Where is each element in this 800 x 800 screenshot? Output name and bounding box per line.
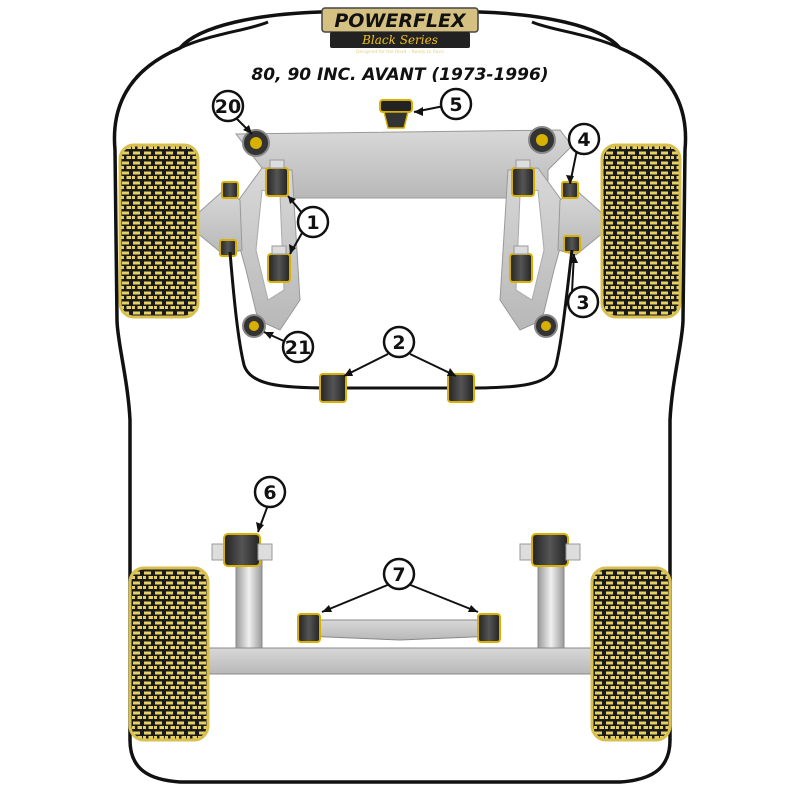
- callout-1-label: 1: [306, 212, 319, 234]
- front-arb-bush-right: [447, 373, 475, 403]
- front-left-wishbone-bush-upper: [265, 159, 289, 197]
- callout-3: 3: [566, 285, 600, 319]
- subframe-mount-bush-left: [242, 129, 270, 157]
- leader-arrowheads: [243, 107, 578, 612]
- callout-1: 1: [296, 205, 330, 239]
- callout-4: 4: [567, 122, 601, 156]
- callout-4-label: 4: [577, 129, 590, 151]
- front-arb-bush-left: [319, 373, 347, 403]
- front-left-tyre: [118, 143, 200, 319]
- rear-right-trailing-arm-bush: [519, 533, 581, 567]
- front-anti-roll-bar: [228, 249, 574, 390]
- diagram-title: 80, 90 INC. AVANT (1973-1996): [251, 65, 548, 85]
- front-right-hub-bush: [561, 181, 579, 199]
- front-left-arb-link-bush: [219, 239, 237, 257]
- callout-3-label: 3: [576, 292, 589, 314]
- callout-2-label: 2: [392, 332, 405, 354]
- rear-panhard-rod: [303, 619, 497, 641]
- front-left-bumper-line: [179, 20, 269, 50]
- callout-5: 5: [439, 87, 473, 121]
- rear-left-tyre: [128, 566, 210, 742]
- front-left-hub-bush: [221, 181, 239, 199]
- front-right-bumper-line: [531, 20, 621, 50]
- rear-panhard-bush-left: [297, 613, 321, 643]
- callout-7: 7: [382, 557, 416, 591]
- callout-20: 20: [211, 89, 245, 123]
- brand-series: Black Series: [361, 33, 438, 47]
- callout-5-label: 5: [449, 94, 462, 116]
- front-left-wishbone-rear-bush: [242, 314, 266, 338]
- engine-mount-bush: [379, 99, 413, 129]
- front-right-wishbone-bush-lower: [509, 245, 533, 283]
- front-right-tyre: [600, 143, 682, 319]
- front-right-arb-link-bush: [563, 235, 581, 253]
- callout-2: 2: [382, 325, 416, 359]
- callout-20-label: 20: [215, 96, 241, 118]
- brand-name: POWERFLEX: [334, 10, 467, 32]
- rear-axle-beam: [203, 647, 597, 675]
- rear-panhard-bush-right: [477, 613, 501, 643]
- front-right-wishbone-rear-bush: [534, 314, 558, 338]
- rear-right-tyre: [590, 566, 672, 742]
- callout-21-label: 21: [285, 337, 311, 359]
- front-right-wishbone-bush-upper: [511, 159, 535, 197]
- callout-7-label: 7: [392, 564, 405, 586]
- front-left-wishbone-bush-lower: [267, 245, 291, 283]
- callout-6-label: 6: [263, 482, 276, 504]
- subframe-mount-bush-right: [528, 126, 556, 154]
- rear-left-trailing-arm-bush: [211, 533, 273, 567]
- powerflex-logo: POWERFLEX Black Series Designed for the …: [321, 7, 479, 55]
- brand-tagline: Designed for the Road – Ready to Race: [356, 49, 444, 55]
- callout-6: 6: [253, 475, 287, 509]
- callout-21: 21: [281, 330, 315, 364]
